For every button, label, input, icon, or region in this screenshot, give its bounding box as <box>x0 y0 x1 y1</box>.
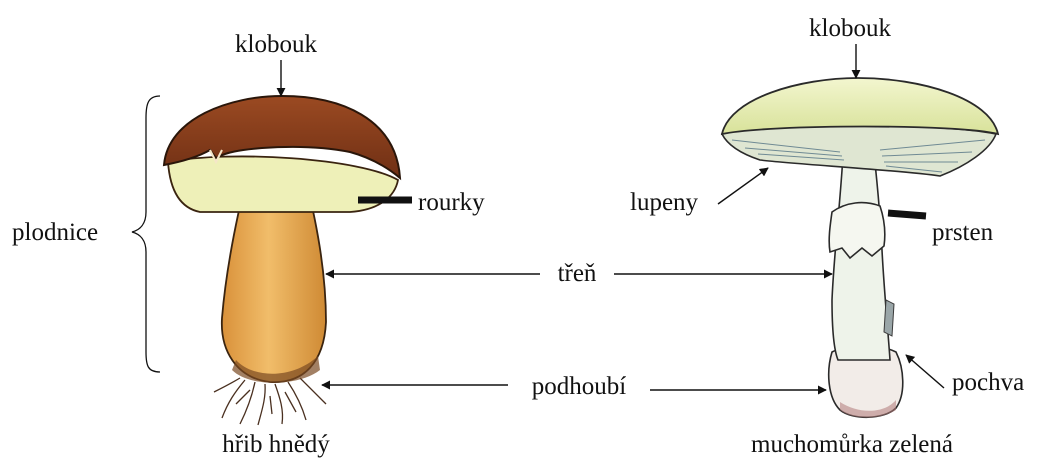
label-stem: třeň <box>558 260 597 287</box>
bolete-mycelium <box>214 378 326 425</box>
amanita-cap <box>722 78 998 134</box>
amanita-ring <box>829 203 885 258</box>
label-amanita-cap: klobouk <box>809 15 891 42</box>
ring-pointer <box>888 213 926 216</box>
label-gills: lupeny <box>630 189 699 216</box>
fruiting-body-brace <box>132 96 160 372</box>
label-ring: prsten <box>932 219 994 246</box>
bolete-pores <box>168 156 398 212</box>
volva-arrow <box>906 355 944 388</box>
label-bolete-cap: klobouk <box>235 31 317 58</box>
amanita-illustration <box>722 78 998 418</box>
bolete-illustration <box>164 96 400 425</box>
label-mycelium: podhoubí <box>532 373 627 400</box>
label-tubes: rourky <box>418 189 485 216</box>
caption-bolete: hřib hnědý <box>222 431 330 458</box>
gills-arrow <box>718 168 768 204</box>
label-fruiting-body: plodnice <box>12 219 98 246</box>
amanita-gills <box>722 126 996 176</box>
label-volva: pochva <box>952 369 1024 396</box>
caption-amanita: muchomůrka zelená <box>751 431 953 458</box>
